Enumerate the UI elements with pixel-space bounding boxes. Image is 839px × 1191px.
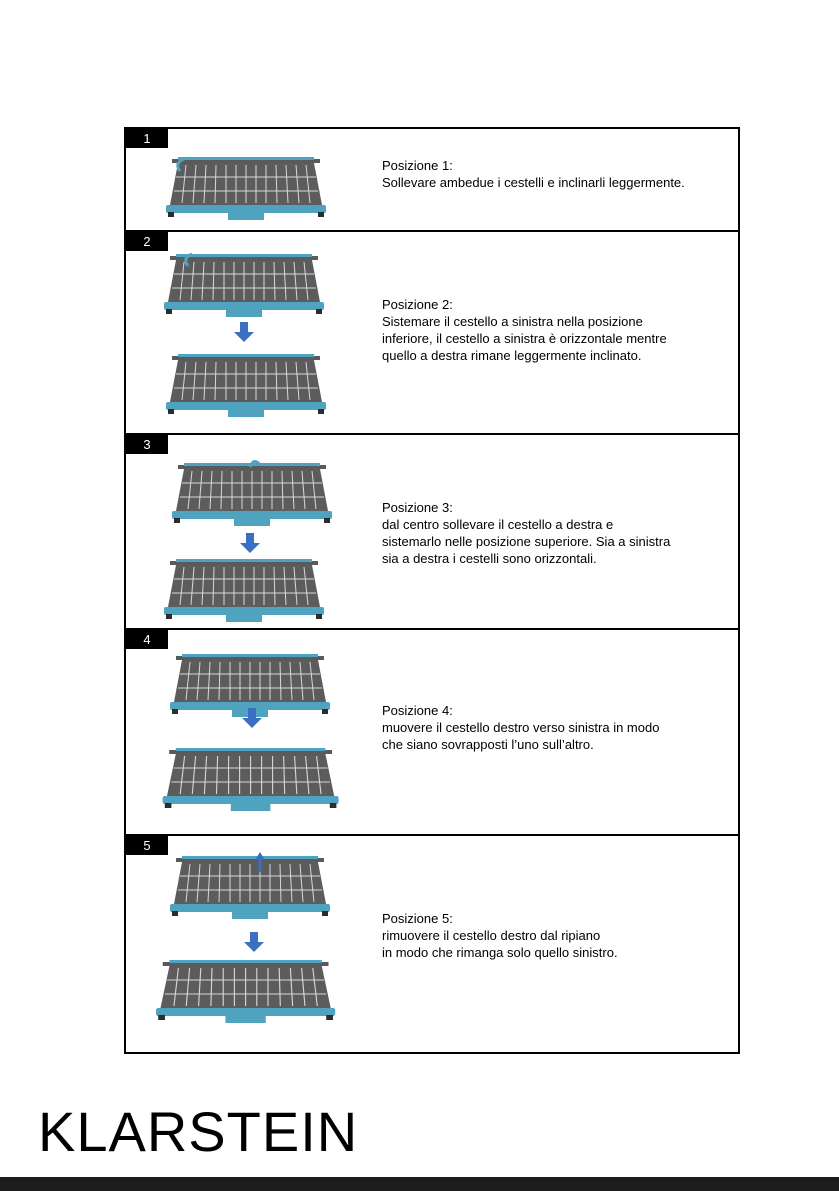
brand-logo: KLARSTEIN	[38, 1100, 358, 1164]
step-description: Posizione 3: dal centro sollevare il ces…	[382, 499, 670, 567]
step-instruction: muovere il cestello destro verso sinistr…	[382, 719, 659, 753]
step-instruction: Sistemare il cestello a sinistra nella p…	[382, 313, 667, 364]
step-title: Posizione 2:	[382, 296, 667, 313]
rack-illustration	[158, 250, 338, 430]
step-row-4: 4 Posizione 4: muovere il cestello destr…	[126, 630, 738, 836]
step-description: Posizione 1: Sollevare ambedue i cestell…	[382, 157, 685, 191]
step-instruction: dal centro sollevare il cestello a destr…	[382, 516, 670, 567]
rack-illustration	[156, 650, 346, 830]
step-number-badge: 2	[126, 232, 168, 251]
step-row-1: 1 Posizione 1: Sollevare ambedue i ceste…	[126, 129, 738, 232]
step-title: Posizione 5:	[382, 910, 618, 927]
step-description: Posizione 5: rimuovere il cestello destr…	[382, 910, 618, 961]
arrow-down-icon	[240, 533, 260, 553]
step-row-5: 5 Posizione 5: rimuovere il cestello des…	[126, 836, 738, 1054]
step-instruction: Sollevare ambedue i cestelli e inclinarl…	[382, 174, 685, 191]
step-instruction: rimuovere il cestello destro dal ripiano…	[382, 927, 618, 961]
steps-table: 1 Posizione 1: Sollevare ambedue i ceste…	[124, 127, 740, 1054]
step-number-badge: 1	[126, 129, 168, 148]
rack-illustration	[162, 153, 332, 223]
step-description: Posizione 2: Sistemare il cestello a sin…	[382, 296, 667, 364]
arrow-down-icon	[244, 932, 264, 952]
arrow-down-icon	[234, 322, 254, 342]
rack-illustration	[156, 850, 346, 1050]
step-title: Posizione 4:	[382, 702, 659, 719]
step-title: Posizione 3:	[382, 499, 670, 516]
step-title: Posizione 1:	[382, 157, 685, 174]
rack-illustration	[158, 449, 338, 629]
step-row-3: 3 Posizione 3: dal centro sollevare il c…	[126, 435, 738, 630]
step-description: Posizione 4: muovere il cestello destro …	[382, 702, 659, 753]
step-number-badge: 4	[126, 630, 168, 649]
footer-bar	[0, 1177, 839, 1191]
step-row-2: 2 Posizione 2: Sistemare il cestello a s…	[126, 232, 738, 435]
